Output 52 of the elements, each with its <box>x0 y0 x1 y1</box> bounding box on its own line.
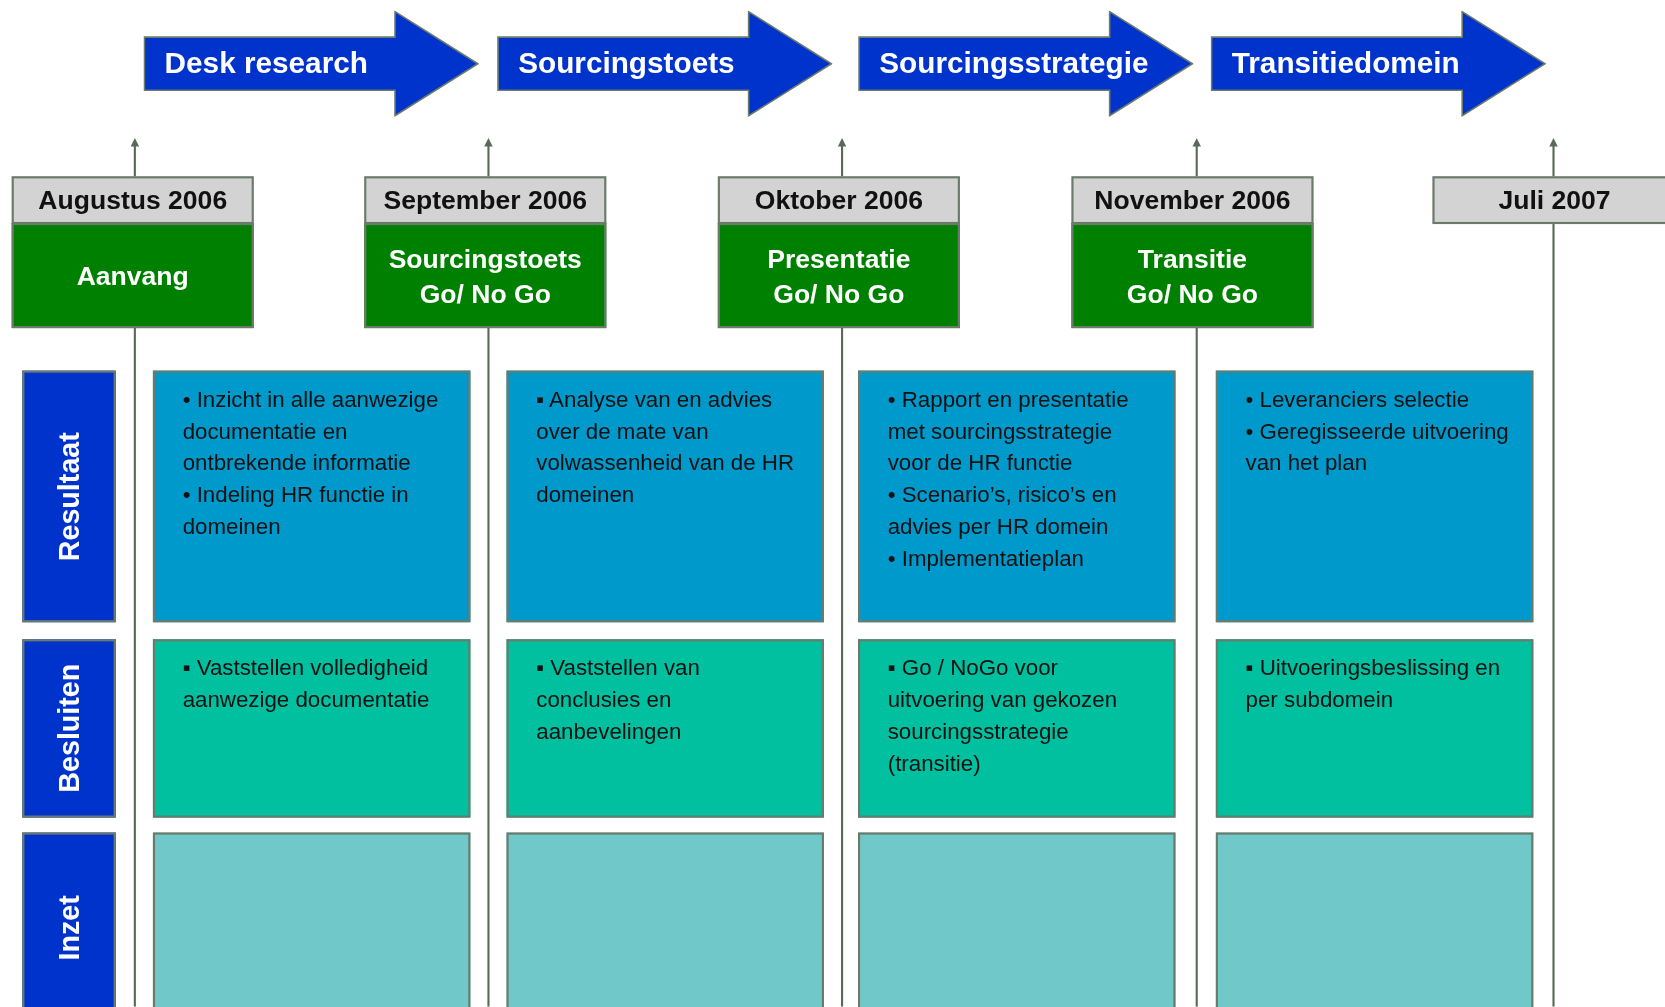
list-item: • Indeling HR functie in domeinen <box>181 481 410 541</box>
decision-cell <box>1215 639 1534 818</box>
milestone-box <box>1071 223 1314 329</box>
list-item: • Scenario’s, risico’s en advies per HR domein <box>886 481 1118 541</box>
date-header <box>717 176 960 225</box>
date-label: Juli 2007 <box>1498 183 1611 217</box>
phase-banner: Sourcingsstrategie <box>858 10 1194 117</box>
row-header <box>22 370 116 623</box>
result-cell <box>858 370 1176 623</box>
milestone-label: Sourcingstoets Go/ No Go <box>387 241 583 310</box>
decision-cell <box>506 639 824 818</box>
row-header <box>22 832 116 1007</box>
phase-banner: Transitiedomein <box>1210 10 1547 117</box>
row-label: Resultaat <box>52 431 86 561</box>
list-item: ▪ Vaststellen van conclusies en aanbevelingen <box>535 654 701 746</box>
row-header <box>22 639 116 818</box>
result-cell <box>152 370 471 623</box>
effort-cell <box>1215 832 1534 1007</box>
date-label: November 2006 <box>1094 183 1291 217</box>
list-item: • Leveranciers selectie <box>1244 385 1471 413</box>
date-label: September 2006 <box>383 183 588 217</box>
phase-banner: Sourcingstoets <box>496 10 833 117</box>
list-item: • Rapport en presentatie met sourcingsstrategie voor de HR functie <box>886 385 1130 477</box>
list-item: • Inzicht in alle aanwezige documentatie en ontbrekende informatie <box>181 385 440 477</box>
list-item: • Implementatieplan <box>886 544 1085 573</box>
list-item: ▪ Uitvoeringsbeslissing en per subdomein <box>1244 654 1502 714</box>
row-label: Inzet <box>52 895 86 961</box>
milestone-box <box>11 223 254 329</box>
milestone-box <box>364 223 607 329</box>
list-item: ▪ Vaststellen volledigheid aanwezige documentatie <box>181 654 431 714</box>
date-header <box>11 176 254 225</box>
date-label: Augustus 2006 <box>38 183 228 217</box>
decision-cell <box>152 639 471 818</box>
result-cell <box>506 370 824 623</box>
date-header <box>364 176 607 225</box>
date-header <box>1071 176 1314 225</box>
list-item: ▪ Go / NoGo voor uitvoering van gekozen sourcingsstrategie (transitie) <box>886 654 1119 778</box>
milestone-label: Aanvang <box>76 259 189 292</box>
list-item: • Geregisseerde uitvoering van het plan <box>1244 417 1510 477</box>
result-cell <box>1215 370 1534 623</box>
list-item: ▪ Analyse van en advies over de mate van volwassenheid van de HR domeinen <box>535 385 796 509</box>
milestone-label: Transitie Go/ No Go <box>1125 241 1260 310</box>
milestone-label: Presentatie Go/ No Go <box>766 241 912 310</box>
row-label: Besluiten <box>52 663 86 793</box>
phase-banner: Desk research <box>143 10 479 117</box>
date-label: Oktober 2006 <box>754 183 923 217</box>
milestone-box <box>717 223 960 329</box>
effort-cell <box>152 832 471 1007</box>
effort-cell <box>858 832 1176 1007</box>
decision-cell <box>858 639 1176 818</box>
date-header <box>1432 176 1665 225</box>
effort-cell <box>506 832 824 1007</box>
